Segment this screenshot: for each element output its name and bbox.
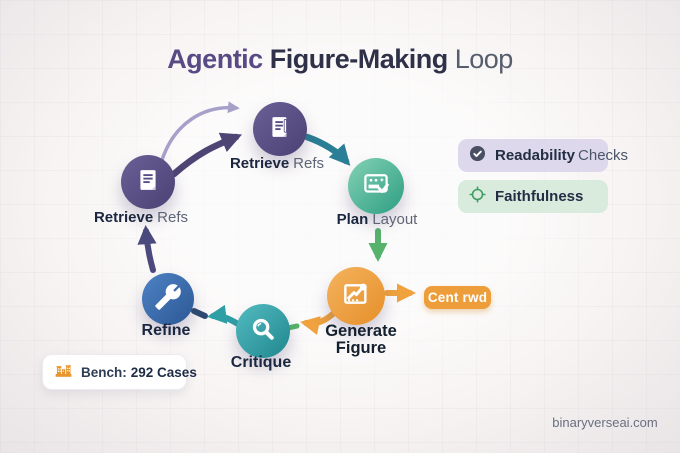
node-critique (236, 304, 290, 358)
check-circle-icon (468, 144, 487, 167)
magnifier-icon (248, 314, 278, 349)
node-refine (142, 273, 194, 325)
wrench-icon (154, 283, 182, 316)
node-plan-layout (348, 158, 404, 214)
target-icon (468, 185, 487, 208)
reward-badge: Cent rwd (424, 286, 491, 309)
bench-cases-badge: Bench:292 Cases (42, 354, 197, 390)
faithfulness-label: Faithfulness (495, 188, 584, 205)
label-light: Layout (372, 211, 418, 228)
refine-connector-stub (191, 308, 208, 319)
node-generate-figure (327, 267, 385, 325)
arrow-left-to-top-dark (170, 132, 243, 178)
document-icon (134, 166, 162, 199)
node-retrieve-refs-top (253, 102, 307, 156)
arrow-top-to-plan (303, 133, 351, 166)
node-label-critique: Critique (188, 354, 338, 372)
bench-value: 292 Cases (130, 364, 197, 380)
label-line2: Figure (335, 339, 387, 357)
title-word-agentic: Agentic (167, 44, 263, 74)
bench-prefix: Bench: (81, 364, 127, 380)
watermark: binaryverseai.com (552, 415, 658, 430)
layout-check-icon (361, 169, 391, 204)
label-light: Refs (157, 209, 189, 226)
title-word-loop: Loop (454, 44, 514, 74)
node-label-refine: Refine (93, 322, 243, 340)
arrow-left-to-top-light (160, 101, 240, 162)
readability-label-bold: Readability (495, 147, 576, 164)
faithfulness-badge: Faithfulness (458, 180, 608, 213)
label-line1: Generate (325, 322, 397, 340)
arrow-critique-to-refine (207, 304, 241, 327)
title-word-figure-making: Figure-Making (269, 44, 449, 74)
readability-label-light: Checks (578, 147, 629, 164)
label-bold: Critique (230, 354, 292, 371)
label-light: Refs (293, 155, 325, 172)
label-bold: Retrieve (93, 209, 154, 226)
node-retrieve-refs-left (121, 155, 175, 209)
label-bold: Plan (336, 211, 369, 228)
bench-icon (53, 360, 74, 384)
label-bold: Retrieve (229, 155, 290, 172)
node-label-generate-figure: Generate Figure (286, 323, 436, 357)
arrow-refine-to-left (137, 225, 157, 273)
document-icon (266, 113, 294, 146)
chart-icon (340, 278, 372, 315)
label-bold: Refine (141, 322, 191, 339)
